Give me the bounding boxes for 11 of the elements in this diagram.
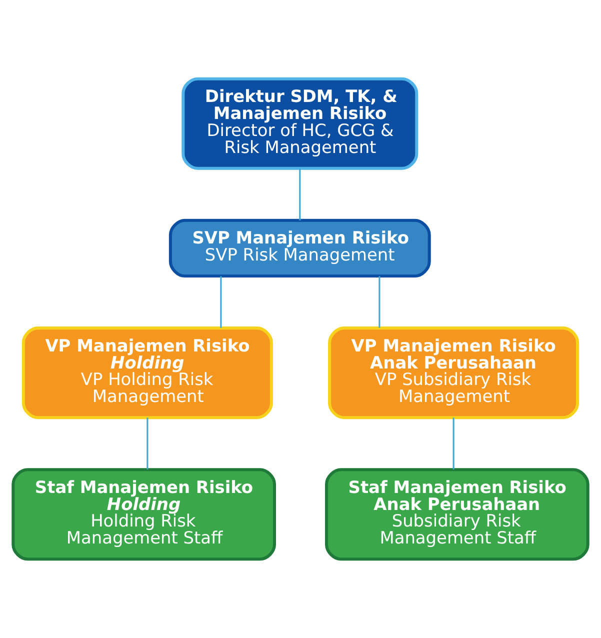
connector [220,276,222,328]
connector [299,168,301,220]
node-box: VP Manajemen Risiko Holding VP Holding Risk Management [22,326,273,420]
connector [452,418,454,470]
node-box: SVP Manajemen Risiko SVP Risk Management [168,218,431,278]
connector [146,418,148,470]
node-box: Staf Manajemen Risiko Anak Perusahaan Subsidiary Risk Management Staff [325,468,590,561]
connector [378,276,380,328]
node-box: Staf Manajemen Risiko Holding Holding Risk Management Staff [12,468,276,561]
node-box: VP Manajemen Risiko Anak Perusahaan VP Subsidiary Risk Management [328,326,580,420]
node-box: Direktur SDM, TK, & Manajemen Risiko Director of HC, GCG & Risk Management [182,77,418,170]
